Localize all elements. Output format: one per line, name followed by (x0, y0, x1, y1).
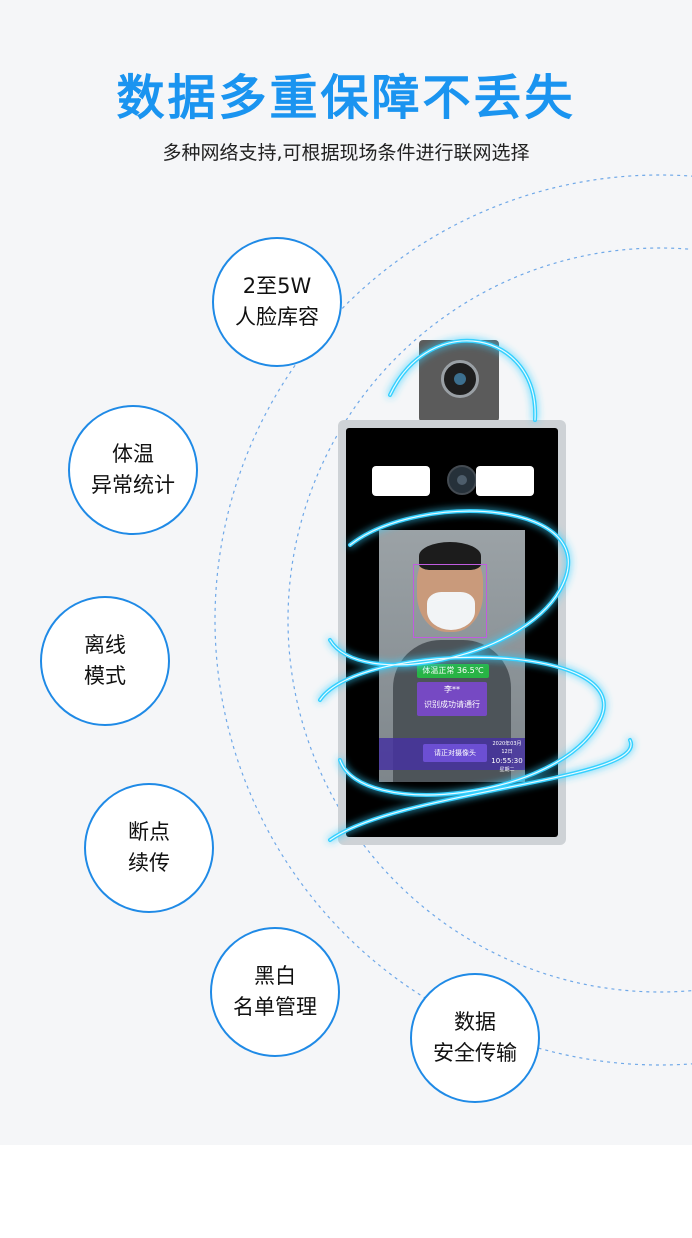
feature-line1: 体温 (112, 442, 154, 466)
terminal-display: 体温正常 36.5℃ 李** 识别成功请通行 请正对摄像头 2020年03月12… (379, 530, 525, 782)
face-recognition-terminal: 体温正常 36.5℃ 李** 识别成功请通行 请正对摄像头 2020年03月12… (338, 420, 566, 845)
terminal-bezel: 体温正常 36.5℃ 李** 识别成功请通行 请正对摄像头 2020年03月12… (346, 428, 558, 837)
feature-line1: 数据 (454, 1010, 496, 1034)
feature-face-capacity: 2至5W 人脸库容 (212, 237, 342, 367)
feature-line2: 人脸库容 (235, 305, 319, 329)
feature-line1: 离线 (84, 633, 126, 657)
feature-line1: 黑白 (254, 964, 296, 988)
right-sensor-window (476, 466, 534, 496)
page-title: 数据多重保障不丢失 (116, 70, 576, 126)
feature-line2: 模式 (84, 664, 126, 688)
identity-box: 李** 识别成功请通行 (417, 682, 487, 716)
clock-time: 10:55:30 (491, 757, 523, 765)
feature-secure-transfer: 数据 安全传输 (410, 973, 540, 1103)
feature-line2: 异常统计 (91, 473, 175, 497)
camera-lens-icon (441, 360, 479, 398)
feature-line2: 名单管理 (233, 995, 317, 1019)
face-prompt: 请正对摄像头 (423, 744, 487, 762)
person-name: 李** (444, 685, 460, 694)
front-camera-icon (447, 465, 477, 495)
clock-weekday: 星期二 (499, 767, 515, 773)
feature-offline-mode: 离线 模式 (40, 596, 170, 726)
recognition-status: 识别成功请通行 (424, 700, 480, 709)
thermal-camera-module (419, 340, 499, 422)
temperature-badge: 体温正常 36.5℃ (417, 664, 489, 678)
feature-line1: 断点 (128, 820, 170, 844)
face-detection-box (413, 564, 487, 638)
feature-temperature-stats: 体温 异常统计 (68, 405, 198, 535)
feature-panel: 数据多重保障不丢失 多种网络支持,可根据现场条件进行联网选择 体温正常 36.5… (40, 70, 692, 1103)
clock-panel: 2020年03月12日 10:55:30 星期二 (491, 740, 523, 773)
feature-line2: 安全传输 (433, 1041, 517, 1065)
feature-resume-transfer: 断点 续传 (84, 783, 214, 913)
clock-date: 2020年03月12日 (492, 741, 522, 755)
left-sensor-window (372, 466, 430, 496)
feature-black-white-list: 黑白 名单管理 (210, 927, 340, 1057)
feature-line2: 续传 (128, 851, 170, 875)
page-subtitle: 多种网络支持,可根据现场条件进行联网选择 (162, 142, 530, 164)
feature-line1: 2至5W (242, 274, 312, 298)
dashed-orbits (214, 174, 692, 1066)
